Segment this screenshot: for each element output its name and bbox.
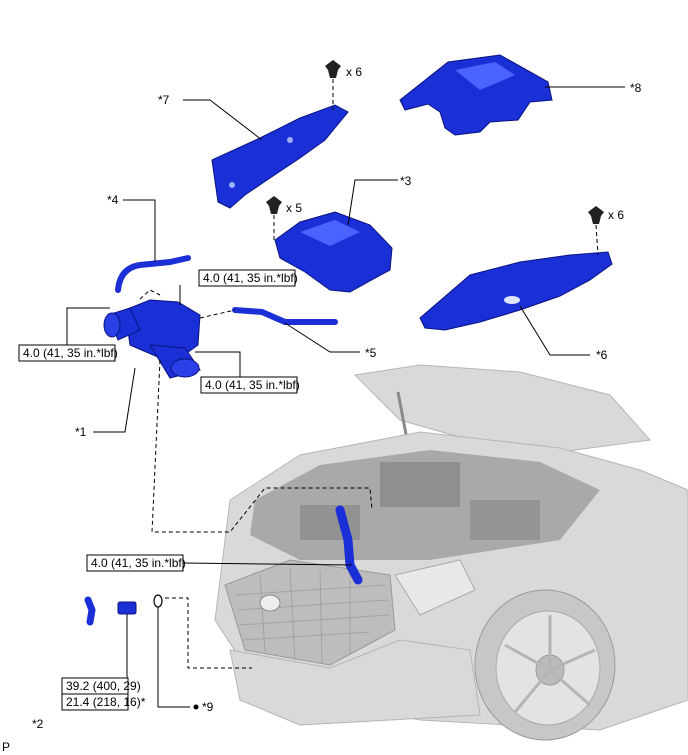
torque-box (86, 554, 184, 572)
callout-7: *7 (158, 93, 170, 107)
callout-5: *5 (365, 346, 377, 360)
torque-box (18, 344, 116, 362)
leader-lines (66, 79, 625, 708)
torque-spec: 4.0 (41, 35 in.*lbf) (205, 378, 300, 392)
callout-3: *3 (400, 174, 412, 188)
clip-icon (266, 196, 282, 214)
torque-spec-line1: 39.2 (400, 29) (66, 679, 141, 693)
torque-spec: 4.0 (41, 35 in.*lbf) (203, 271, 298, 285)
cowl-cover-part-6 (419, 251, 613, 331)
quantity-clips-7: x 6 (346, 65, 362, 79)
cover-part-3 (274, 211, 393, 293)
callout-1: *1 (75, 425, 87, 439)
engine-cover-part-8 (399, 54, 553, 136)
callout-4: *4 (107, 193, 119, 207)
bullet-icon (193, 704, 199, 710)
torque-spec-line2: 21.4 (218, 16)* (66, 695, 146, 709)
hose-part-5 (232, 307, 338, 325)
torque-spec: 4.0 (41, 35 in.*lbf) (23, 346, 118, 360)
vehicle-illustration (214, 364, 688, 741)
callout-8: *8 (630, 81, 642, 95)
quantity-clips-3: x 5 (286, 201, 302, 215)
callout-9: *9 (202, 700, 214, 714)
clip-icon (588, 206, 604, 224)
clip-icon (325, 60, 341, 78)
air-cleaner-part-1 (103, 299, 201, 379)
cowl-cover-part-7 (211, 104, 349, 209)
intake-duct-installed (335, 505, 363, 585)
callout-2: *2 (32, 717, 44, 731)
corner-mark: P (2, 740, 10, 754)
torque-box (198, 269, 296, 287)
callout-6: *6 (596, 348, 608, 362)
o-ring-part-9 (153, 594, 163, 608)
sensor-part-2 (84, 596, 137, 626)
torque-box (200, 376, 298, 394)
hose-part-4 (115, 255, 191, 293)
quantity-clips-6: x 6 (608, 208, 624, 222)
torque-spec: 4.0 (41, 35 in.*lbf) (91, 556, 186, 570)
